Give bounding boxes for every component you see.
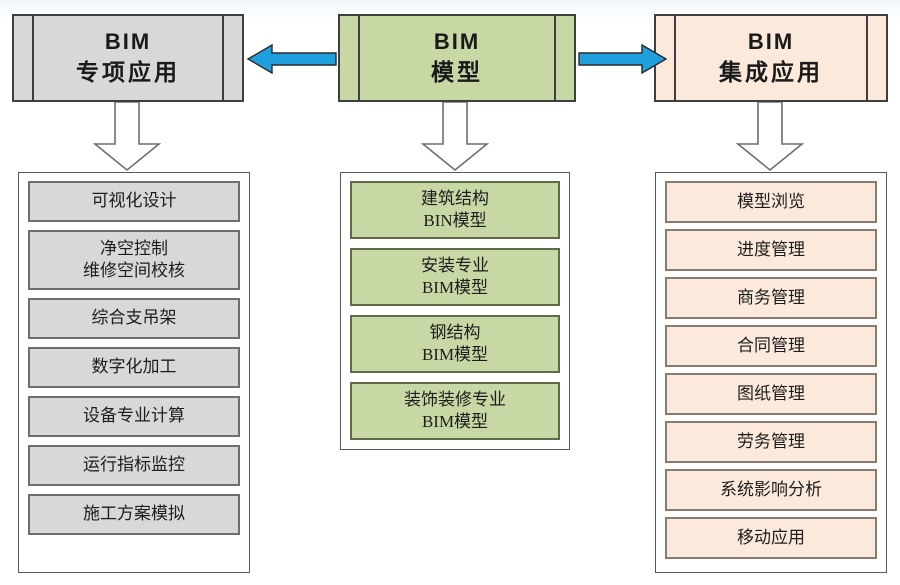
list-item[interactable]: 合同管理 — [665, 325, 877, 367]
list-item[interactable]: 建筑结构 BIN模型 — [350, 181, 560, 239]
box-side-band-right — [866, 16, 868, 100]
box-side-band-right — [554, 16, 556, 100]
item-line: 模型浏览 — [737, 191, 805, 211]
item-line: 系统影响分析 — [720, 479, 822, 499]
list-container-integrated-application: 模型浏览 进度管理 商务管理 合同管理 图纸管理 劳务管理 系统影响分析 移动应… — [655, 172, 887, 573]
item-line: 综合支吊架 — [91, 308, 177, 328]
item-line: 运行指标监控 — [83, 455, 185, 475]
item-line: 进度管理 — [737, 239, 805, 259]
list-container-special-application: 可视化设计 净空控制 维修空间校核 综合支吊架 数字化加工 设备专业计算 运行指… — [18, 172, 250, 573]
item-line: 钢结构 — [429, 322, 481, 342]
box-side-band-right — [222, 16, 224, 100]
item-line: 商务管理 — [737, 287, 805, 307]
box-side-band-left — [674, 16, 676, 100]
list-container-bim-model: 建筑结构 BIN模型 安装专业 BIM模型 钢结构 BIM模型 装饰装修专业 B… — [340, 172, 570, 450]
list-item[interactable]: 劳务管理 — [665, 421, 877, 463]
list-item[interactable]: 设备专业计算 — [28, 396, 240, 437]
arrow-right-blue — [578, 42, 668, 76]
list-item[interactable]: 施工方案模拟 — [28, 494, 240, 535]
list-item[interactable]: 装饰装修专业 BIM模型 — [350, 382, 560, 440]
item-line: 可视化设计 — [91, 191, 177, 211]
item-line: 施工方案模拟 — [83, 504, 185, 524]
item-line: 数字化加工 — [91, 357, 177, 377]
arrow-left-blue — [246, 42, 338, 76]
list-item[interactable]: 净空控制 维修空间校核 — [28, 230, 240, 290]
box-side-band-left — [358, 16, 360, 100]
item-line: 安装专业 — [421, 255, 489, 275]
list-item[interactable]: 图纸管理 — [665, 373, 877, 415]
list-item[interactable]: 移动应用 — [665, 517, 877, 559]
list-item[interactable]: 综合支吊架 — [28, 298, 240, 339]
item-line: 装饰装修专业 — [404, 389, 506, 409]
list-item[interactable]: 系统影响分析 — [665, 469, 877, 511]
header-title-line1: BIM — [747, 28, 795, 54]
arrow-down-hollow-right — [729, 101, 811, 172]
item-line: 劳务管理 — [737, 431, 805, 451]
item-line: 图纸管理 — [737, 383, 805, 403]
header-title-line1: BIM — [104, 28, 152, 54]
header-title-line1: BIM — [433, 28, 481, 54]
box-side-band-left — [32, 16, 34, 100]
header-title-line2: 集成应用 — [719, 58, 823, 85]
item-line: 维修空间校核 — [83, 261, 185, 280]
item-line: 建筑结构 — [421, 188, 489, 208]
header-box-special-application[interactable]: BIM 专项应用 — [12, 14, 244, 102]
item-line: BIM模型 — [421, 412, 489, 431]
list-item[interactable]: 安装专业 BIM模型 — [350, 248, 560, 306]
list-item[interactable]: 商务管理 — [665, 277, 877, 319]
list-item[interactable]: 可视化设计 — [28, 181, 240, 222]
arrow-down-hollow-left — [86, 101, 168, 172]
item-line: BIM模型 — [421, 345, 489, 364]
item-line: BIM模型 — [421, 278, 489, 297]
header-title-line2: 专项应用 — [76, 58, 180, 85]
list-item[interactable]: 运行指标监控 — [28, 445, 240, 486]
header-title-line2: 模型 — [431, 58, 483, 85]
item-line: 移动应用 — [737, 527, 805, 547]
item-line: 设备专业计算 — [83, 406, 185, 426]
item-line: 合同管理 — [737, 335, 805, 355]
list-item[interactable]: 模型浏览 — [665, 181, 877, 223]
arrow-down-hollow-mid — [414, 101, 496, 172]
list-item[interactable]: 进度管理 — [665, 229, 877, 271]
item-line: BIN模型 — [423, 211, 487, 230]
item-line: 净空控制 — [100, 238, 168, 258]
header-box-bim-model[interactable]: BIM 模型 — [338, 14, 576, 102]
header-box-integrated-application[interactable]: BIM 集成应用 — [654, 14, 888, 102]
list-item[interactable]: 数字化加工 — [28, 347, 240, 388]
list-item[interactable]: 钢结构 BIM模型 — [350, 315, 560, 373]
